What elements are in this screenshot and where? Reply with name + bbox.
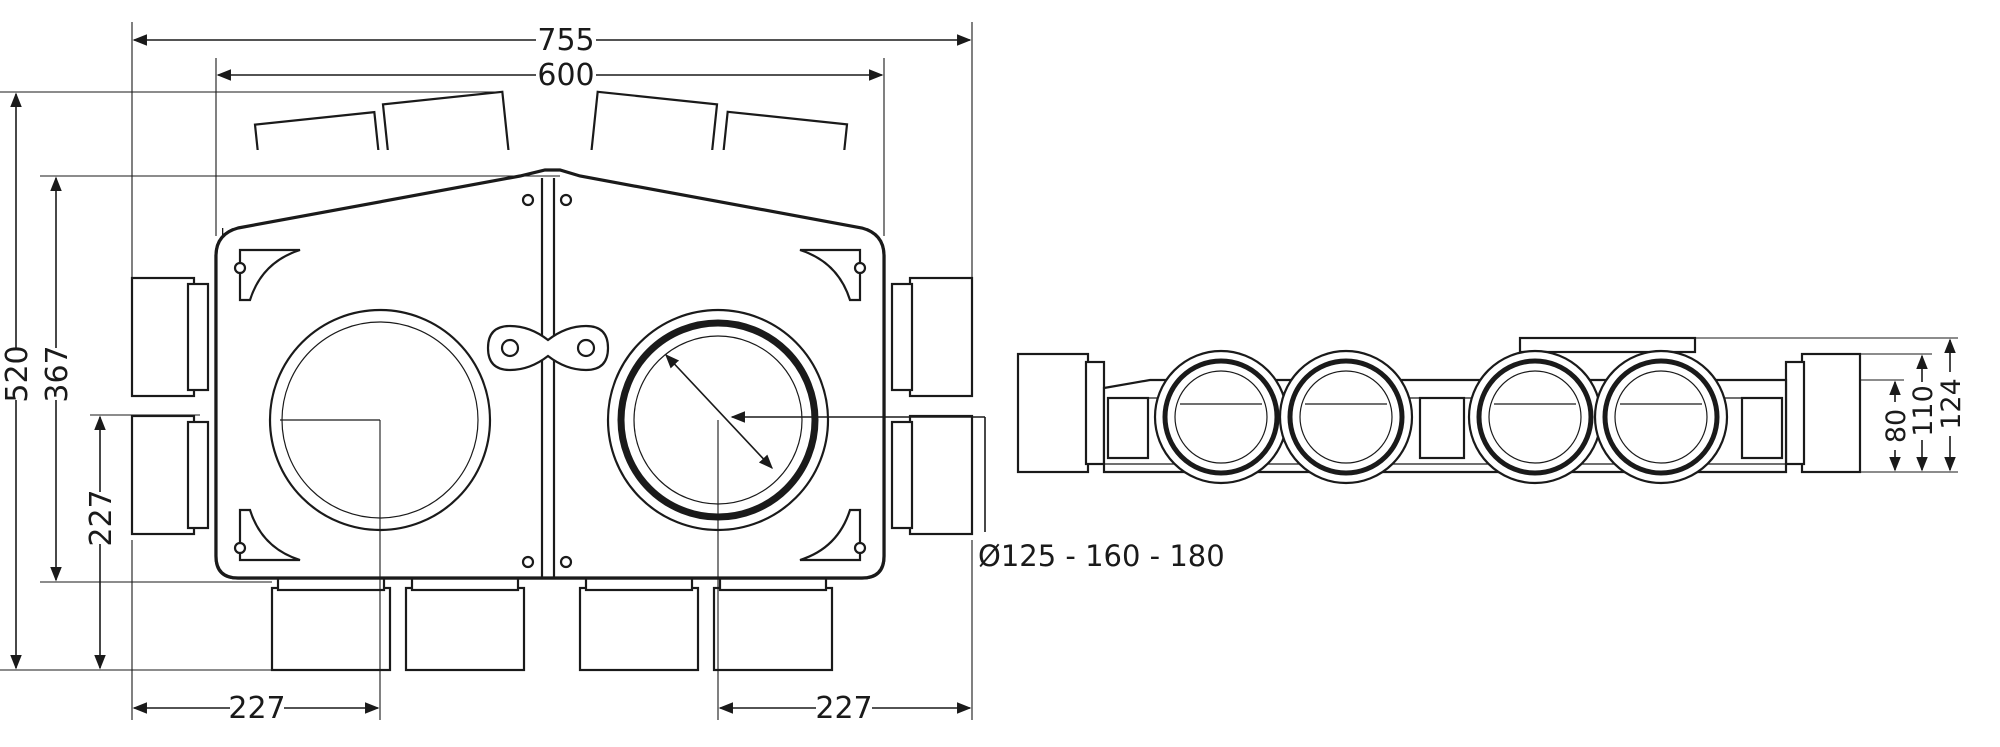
dim-height-110-label: 110 bbox=[1908, 385, 1939, 437]
dim-body-width-label: 600 bbox=[537, 58, 594, 93]
side-view: 80 110 124 bbox=[1016, 336, 1967, 485]
dim-body-width: 600 bbox=[215, 58, 885, 236]
dim-overall-width: 755 bbox=[131, 22, 973, 280]
dim-outlet-height-label: 227 bbox=[84, 489, 119, 546]
dim-left-offset-label: 227 bbox=[228, 691, 285, 726]
dim-height-80: 80 bbox=[1881, 380, 1912, 472]
dim-height-110: 110 bbox=[1908, 354, 1939, 472]
dim-overall-height: 520 bbox=[0, 91, 500, 671]
dim-height-80-label: 80 bbox=[1881, 409, 1912, 443]
bottom-connectors bbox=[270, 572, 834, 672]
side-spigot-1 bbox=[1153, 349, 1289, 485]
dim-left-offset: 227 bbox=[131, 540, 380, 726]
dim-height-124: 124 bbox=[1936, 338, 1967, 472]
dim-overall-height-label: 520 bbox=[0, 345, 35, 402]
dim-body-height-label: 367 bbox=[40, 345, 75, 402]
main-outlet-right bbox=[606, 308, 986, 720]
dim-body-height: 367 bbox=[40, 175, 560, 583]
side-spigot-2 bbox=[1278, 349, 1414, 485]
side-connectors bbox=[130, 276, 974, 536]
dim-overall-width-label: 755 bbox=[537, 23, 594, 58]
dim-right-offset-label: 227 bbox=[815, 691, 872, 726]
side-spigot-3 bbox=[1467, 349, 1603, 485]
side-spigot-4 bbox=[1593, 349, 1729, 485]
center-bracket bbox=[486, 324, 610, 372]
main-outlet-left bbox=[268, 308, 492, 720]
outlet-diameter-label: Ø125 - 160 - 180 bbox=[978, 539, 1225, 573]
plan-view: 755 600 520 367 bbox=[0, 22, 1225, 726]
dim-right-offset: 227 bbox=[718, 540, 973, 726]
dim-outlet-height: 227 bbox=[84, 414, 200, 670]
dim-height-124-label: 124 bbox=[1936, 378, 1967, 430]
